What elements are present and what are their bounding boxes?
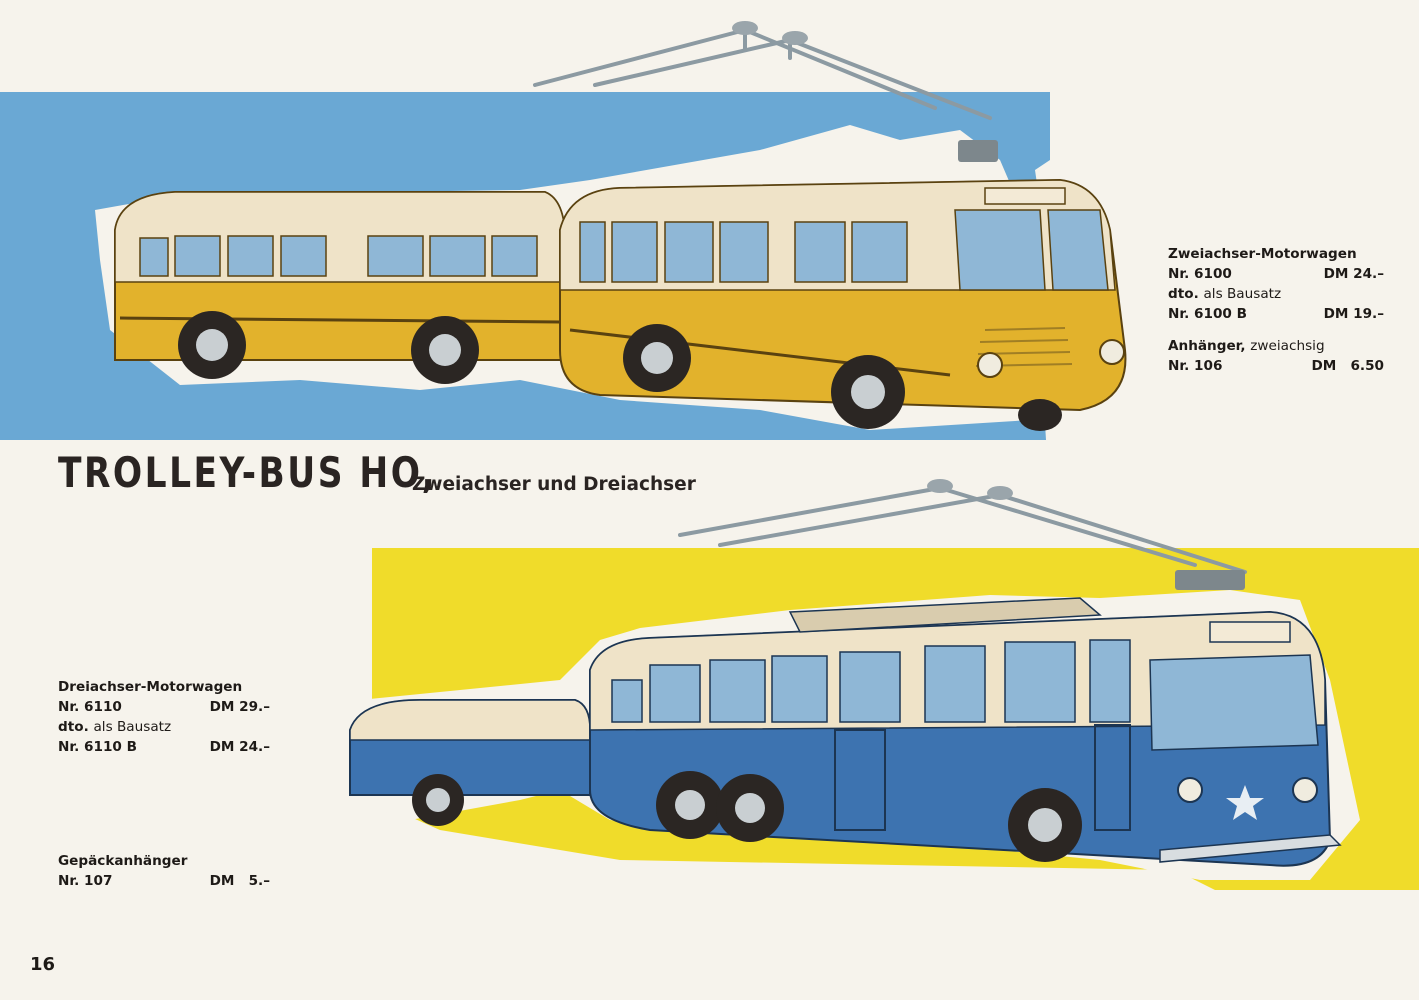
upper-item1-nr: Nr. 6100 [1168, 266, 1232, 282]
lower-pole-heads [927, 479, 1245, 590]
luggage-name-row: Gepäckanhänger [58, 851, 270, 871]
upper-item3-nr: Nr. 106 [1168, 358, 1223, 374]
upper-item3-row: Nr. 106 DM 6.50 [1168, 356, 1384, 376]
upper-item2-nr: Nr. 6100 B [1168, 306, 1247, 322]
lower-trolley-poles [678, 486, 1247, 574]
upper-item3-name-bold: Anhänger, [1168, 338, 1246, 354]
upper-item3-price: DM 6.50 [1311, 358, 1384, 374]
upper-item2-name-bold: dto. [1168, 286, 1199, 302]
upper-item3-name-rest: zweiachsig [1250, 338, 1325, 354]
upper-item1-name: Zweiachser-Motorwagen [1168, 246, 1357, 262]
luggage-trailer-price: Gepäckanhänger Nr. 107 DM 5.– [58, 851, 270, 891]
upper-pole-heads [732, 21, 998, 162]
upper-item2-name-rest: als Bausatz [1203, 286, 1282, 302]
lower-item2-row: Nr. 6110 B DM 24.– [58, 737, 270, 757]
upper-item1-row: Nr. 6100 DM 24.– [1168, 264, 1384, 284]
upper-item2-row: Nr. 6100 B DM 19.– [1168, 304, 1384, 324]
upper-item1-name-row: Zweiachser-Motorwagen [1168, 244, 1384, 264]
lower-item1-name-row: Dreiachser-Motorwagen [58, 677, 270, 697]
page-subtitle: Zweiachser und Dreiachser [412, 474, 696, 495]
upper-item2-price: DM 19.– [1323, 306, 1384, 322]
upper-price-list: Zweiachser-Motorwagen Nr. 6100 DM 24.– dt… [1168, 244, 1384, 376]
lower-item2-name-row: dto. als Bausatz [58, 717, 270, 737]
lower-price-list: Dreiachser-Motorwagen Nr. 6110 DM 29.– dt… [58, 677, 270, 757]
lower-item2-price: DM 24.– [209, 739, 270, 755]
upper-item2-name-row: dto. als Bausatz [1168, 284, 1384, 304]
upper-item1-price: DM 24.– [1323, 266, 1384, 282]
lower-item2-name-rest: als Bausatz [93, 719, 172, 735]
lower-item2-name-bold: dto. [58, 719, 89, 735]
lower-motor-bus [589, 597, 1342, 867]
lower-item1-name: Dreiachser-Motorwagen [58, 679, 243, 695]
lower-item1-row: Nr. 6110 DM 29.– [58, 697, 270, 717]
luggage-trailer-price-value: DM 5.– [209, 873, 270, 889]
upper-item3-name-row: Anhänger, zweiachsig [1168, 336, 1384, 356]
page-title: TROLLEY-BUS HO, [58, 448, 438, 497]
upper-trailer [114, 191, 566, 384]
page-number: 16 [30, 954, 56, 975]
luggage-row: Nr. 107 DM 5.– [58, 871, 270, 891]
lower-luggage-trailer [349, 699, 591, 826]
upper-motor-bus [559, 178, 1127, 431]
lower-item2-nr: Nr. 6110 B [58, 739, 137, 755]
lower-item1-nr: Nr. 6110 [58, 699, 122, 715]
lower-item1-price: DM 29.– [209, 699, 270, 715]
luggage-trailer-name: Gepäckanhänger [58, 853, 188, 869]
luggage-trailer-nr: Nr. 107 [58, 873, 113, 889]
upper-trolley-poles [533, 28, 992, 120]
